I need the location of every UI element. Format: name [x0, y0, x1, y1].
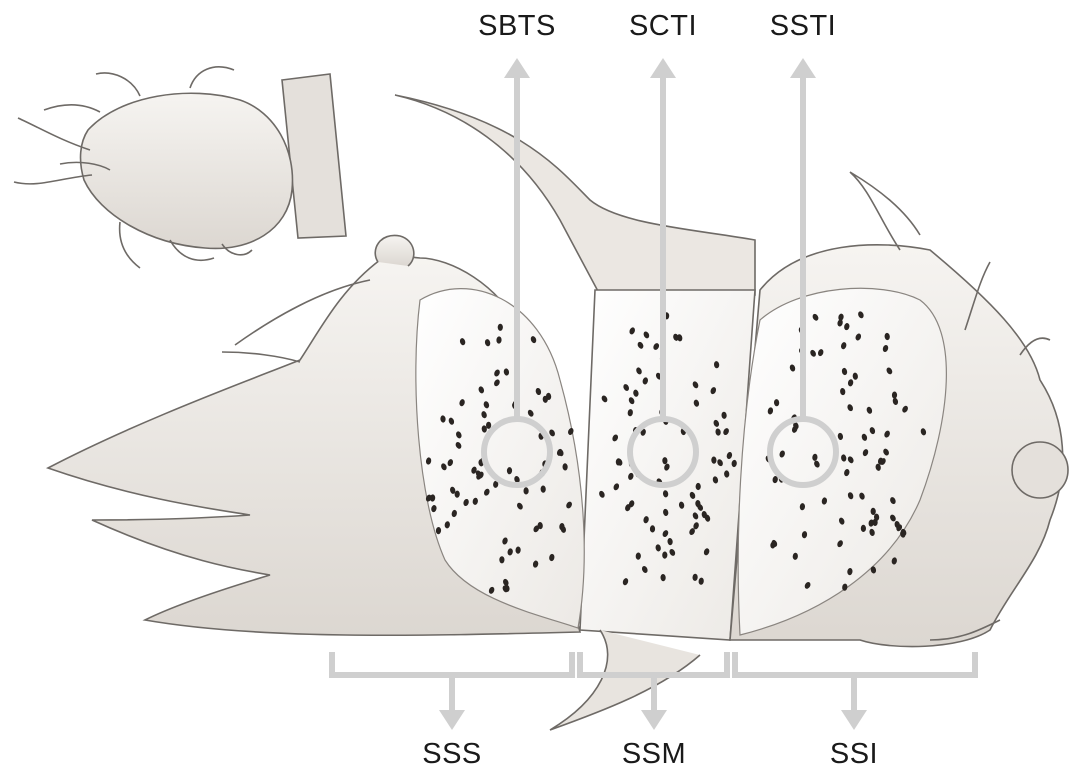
ssti-arrow-head [790, 58, 816, 78]
flower-end-sketch [1012, 442, 1068, 498]
label-sss: SSS [422, 738, 482, 771]
ssi-bracket [735, 652, 975, 675]
small-fruit-sketch [14, 67, 346, 268]
ssi-arrow-head [841, 710, 867, 730]
label-scti: SCTI [629, 10, 697, 43]
label-ssi: SSI [830, 738, 878, 771]
sbts-arrow-head [504, 58, 530, 78]
seed [696, 483, 701, 490]
scti-arrow-head [650, 58, 676, 78]
seed [498, 324, 503, 331]
label-ssti: SSTI [770, 10, 836, 43]
label-sbts: SBTS [478, 10, 556, 43]
seed [499, 556, 504, 563]
ssm-arrow-head [641, 710, 667, 730]
stem-sketch [282, 74, 346, 238]
sss-bracket [332, 652, 572, 675]
sss-arrow-head [439, 710, 465, 730]
label-ssm: SSM [622, 738, 686, 771]
